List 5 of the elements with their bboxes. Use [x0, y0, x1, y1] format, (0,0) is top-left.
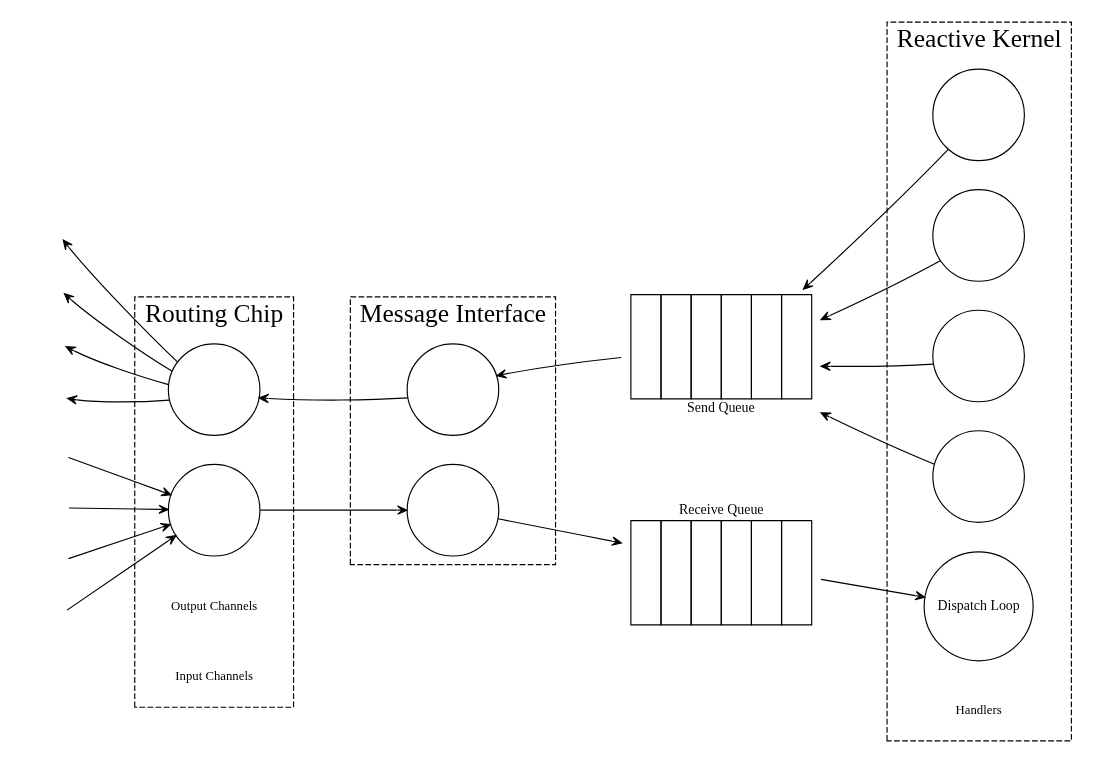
- label: Output Channels: [171, 598, 258, 613]
- label: Input Channels: [175, 669, 253, 684]
- node-label: Send Queue: [687, 400, 755, 416]
- node-label: Receive Queue: [678, 502, 764, 518]
- label: Handlers: [955, 702, 1002, 717]
